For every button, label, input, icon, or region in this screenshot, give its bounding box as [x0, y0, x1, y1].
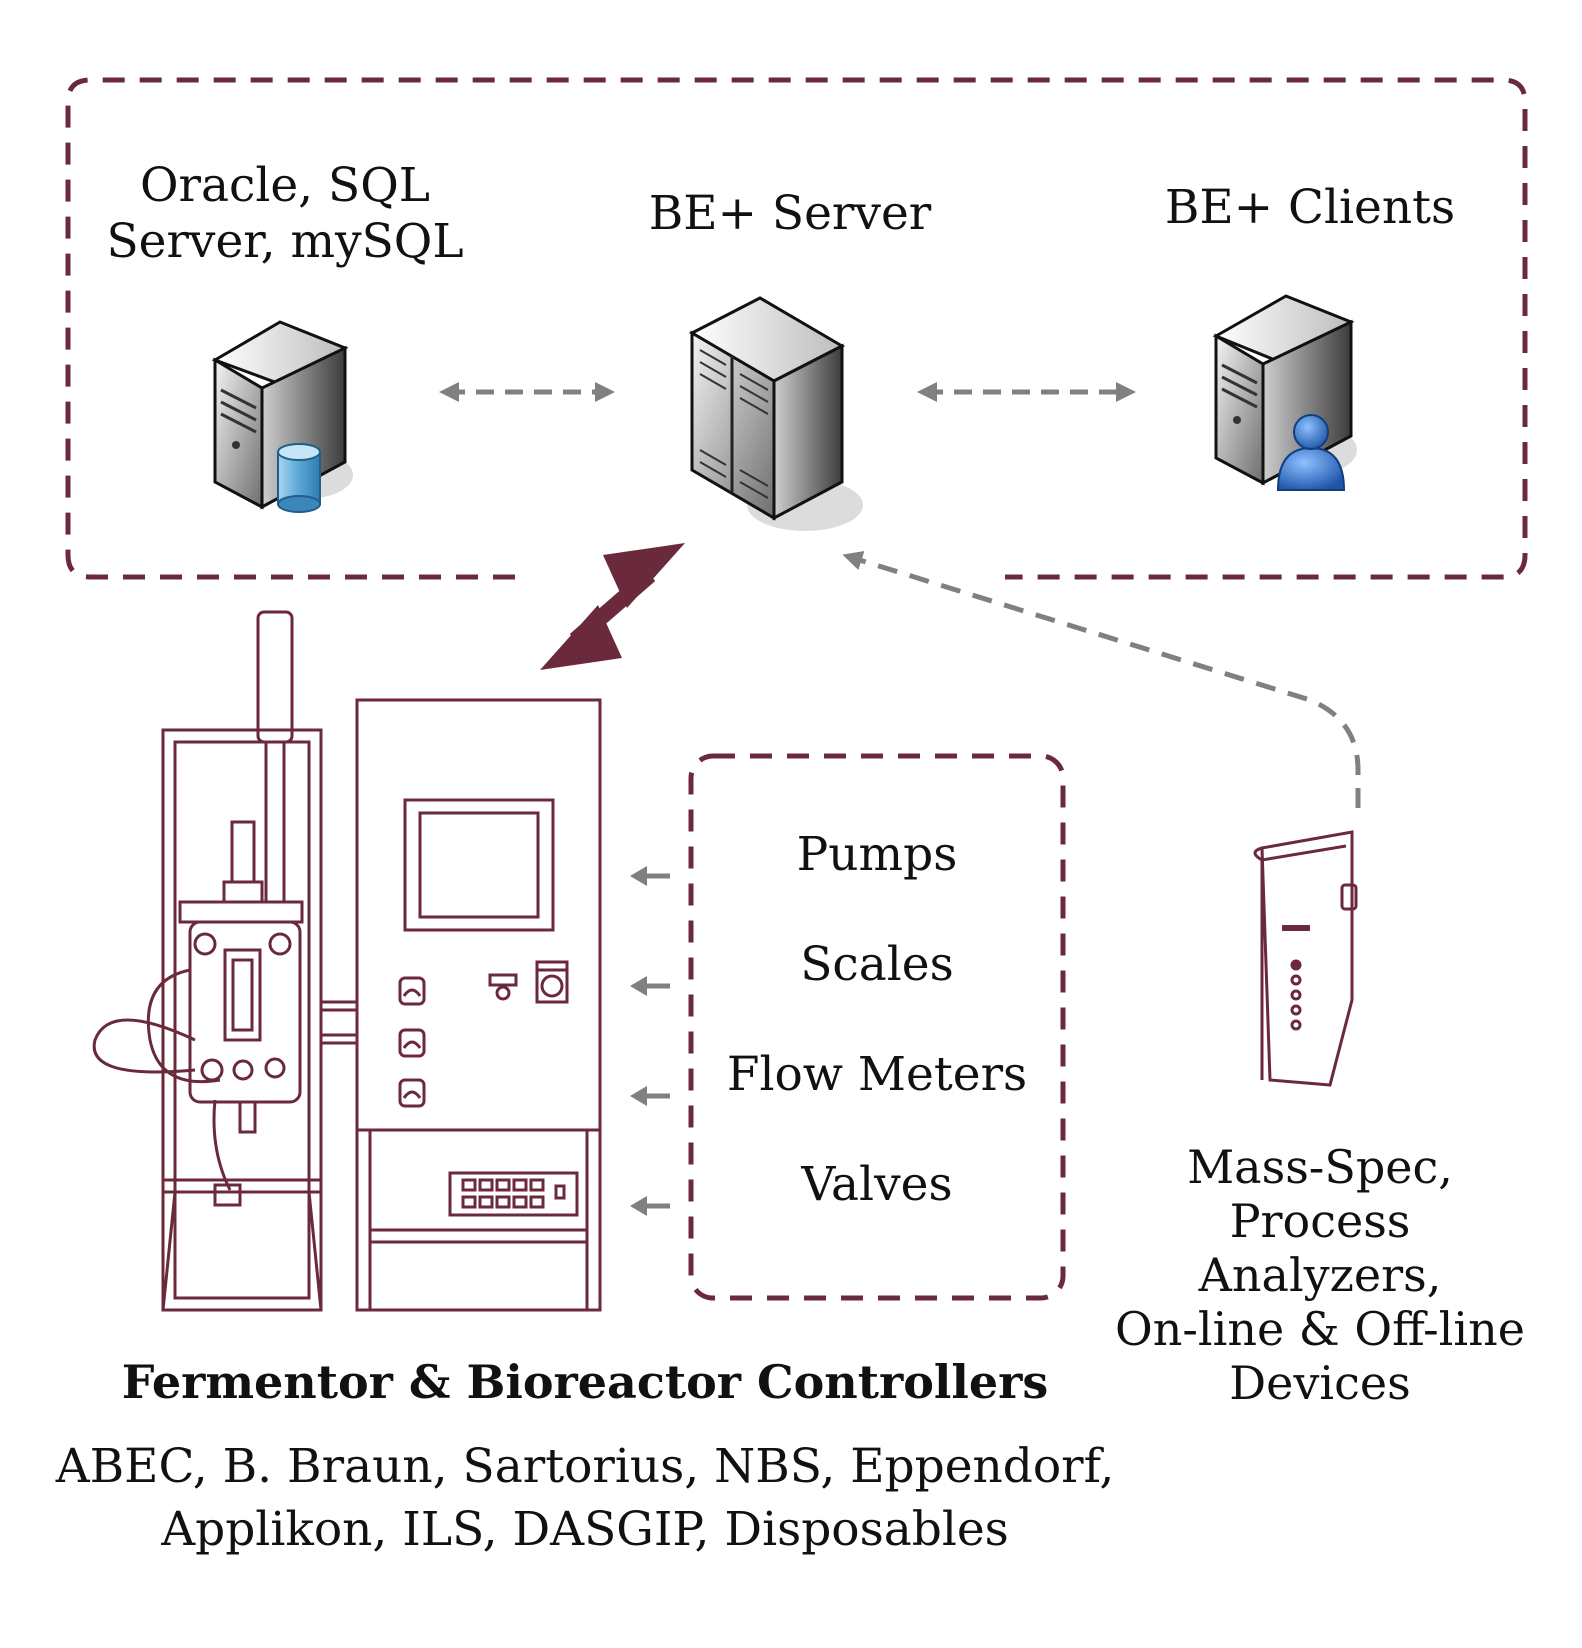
device-scales: Scales [800, 937, 954, 992]
bioreactor-illustration [92, 610, 602, 1312]
server-database-icon [211, 320, 353, 513]
devices-list: Pumps Scales Flow Meters Valves [691, 826, 1063, 1266]
analyzer-device-illustration [1253, 830, 1358, 1087]
device-valves: Valves [801, 1157, 953, 1212]
server-label: BE+ Server [648, 186, 932, 241]
controller-server-link-arrow [540, 543, 685, 670]
system-boundary-frame [65, 77, 1528, 580]
server-tower-icon [688, 296, 863, 531]
device-arrows [630, 866, 670, 1216]
database-label: Oracle, SQL Server, mySQL [106, 158, 464, 270]
analyzers-label: Mass-Spec, Process Analyzers, On-line & … [1115, 1140, 1525, 1410]
controllers-title: Fermentor & Bioreactor Controllers [121, 1355, 1049, 1409]
analyzer-server-link-arrow [842, 551, 1361, 808]
devices-frame [688, 753, 1066, 1301]
vendors-list: ABEC, B. Braun, Sartorius, NBS, Eppendor… [55, 1439, 1115, 1557]
server-user-icon [1212, 294, 1357, 491]
device-flow-meters: Flow Meters [726, 1047, 1028, 1102]
clients-label: BE+ Clients [1164, 180, 1456, 235]
device-pumps: Pumps [796, 827, 958, 882]
